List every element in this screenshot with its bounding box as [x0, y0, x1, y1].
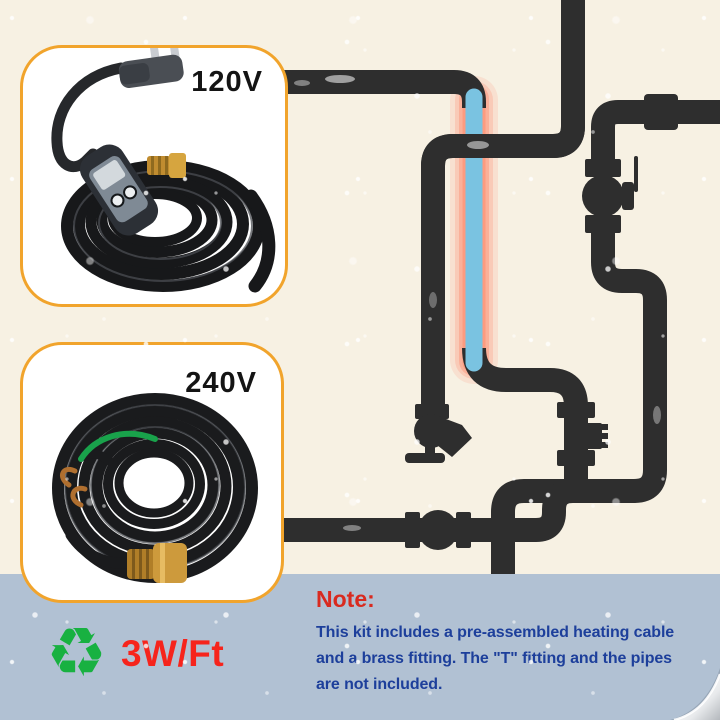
spec-block: ♻ 3W/Ft — [46, 616, 224, 692]
brass-fitting — [127, 543, 187, 583]
ball-valve-icon — [405, 510, 471, 550]
union-fitting-icon — [638, 94, 684, 130]
note-title: Note: — [316, 586, 375, 612]
power-rating: 3W/Ft — [120, 633, 225, 674]
voltage-label-240v: 240V — [185, 367, 257, 399]
product-card-120v: 120V — [20, 45, 288, 307]
product-card-240v: 240V — [20, 342, 284, 603]
cog-fitting-icon — [586, 423, 608, 449]
page-curl — [670, 668, 720, 720]
voltage-label-120v: 120V — [191, 66, 263, 98]
plug — [118, 48, 184, 89]
brass-fitting — [147, 153, 186, 178]
pipe-mid-riser — [462, 347, 588, 496]
globe-valve-icon — [582, 156, 638, 233]
sillcock-faucet-icon — [405, 404, 472, 463]
recycle-icon: ♻ — [46, 614, 107, 693]
